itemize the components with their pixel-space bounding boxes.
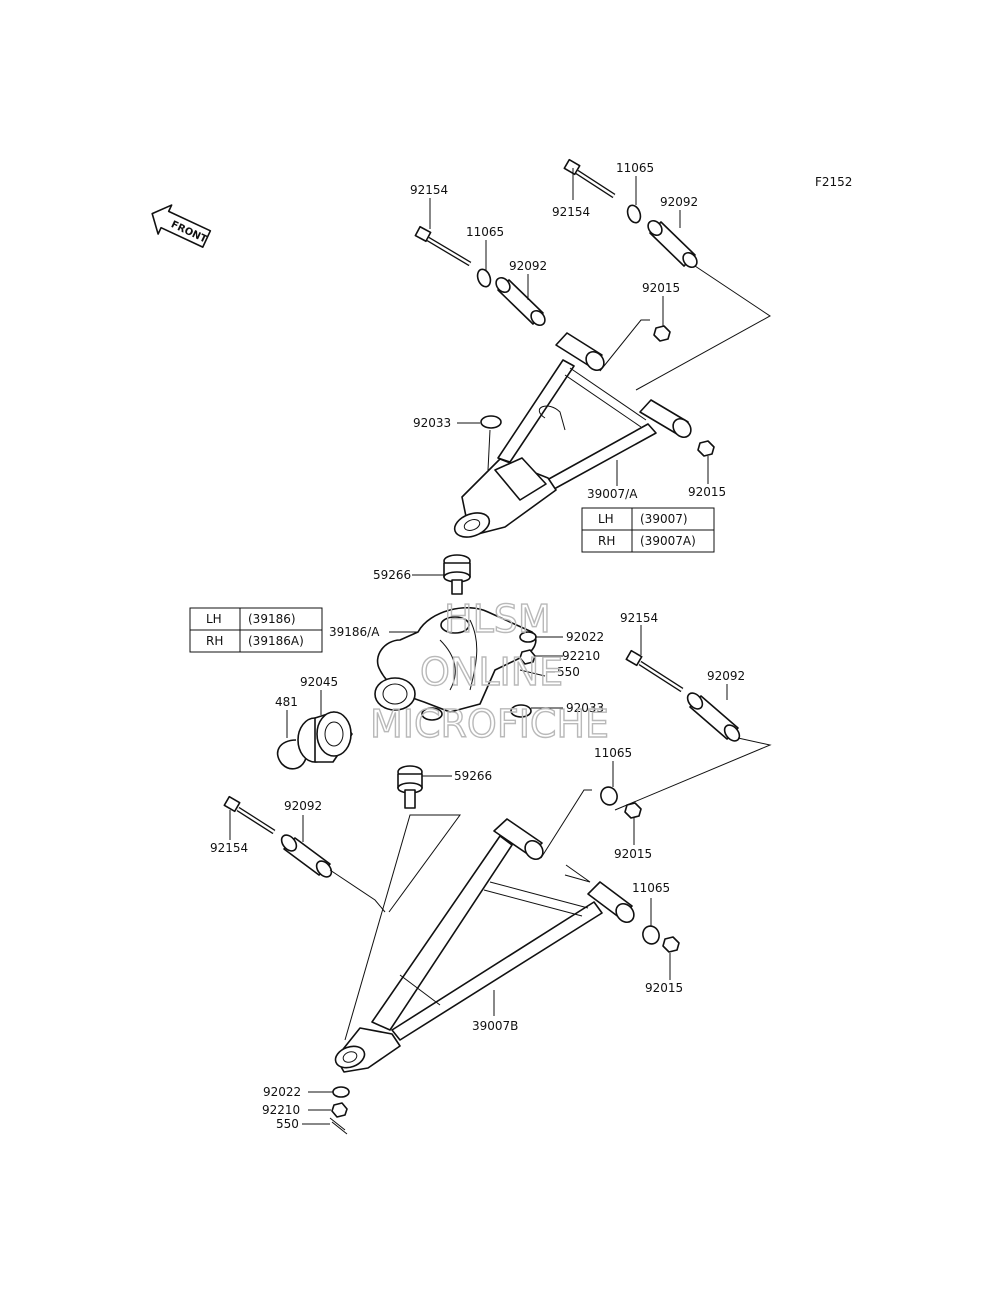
table-upper-rh-side: RH bbox=[598, 534, 615, 548]
callout-550-a: 550 bbox=[557, 665, 580, 679]
bushing-92092-upper-right[interactable] bbox=[645, 218, 699, 270]
callout-92092-b: 92092 bbox=[660, 195, 698, 209]
upper-a-arm-39007[interactable] bbox=[451, 332, 694, 541]
watermark-line-2: ONLINE bbox=[420, 650, 563, 694]
table-upper-rh-part: (39007A) bbox=[640, 534, 696, 548]
washer-11065-upper-right[interactable] bbox=[625, 203, 642, 224]
table-upper-lh-part: (39007) bbox=[640, 512, 688, 526]
callout-11065-a: 11065 bbox=[466, 225, 504, 239]
callout-39186A: 39186/A bbox=[329, 625, 380, 639]
callout-92015-c: 92015 bbox=[614, 847, 652, 861]
washer-92022-lower[interactable] bbox=[332, 1086, 350, 1098]
callout-481: 481 bbox=[275, 695, 298, 709]
cotter-pin-550-lower[interactable] bbox=[329, 1117, 348, 1135]
circlip-92033-lower[interactable] bbox=[510, 704, 532, 718]
nut-92015-upper-a[interactable] bbox=[653, 325, 671, 342]
bearing-92045[interactable] bbox=[297, 711, 353, 763]
cotter-pin-hint bbox=[538, 405, 566, 431]
callout-59266-b: 59266 bbox=[454, 769, 492, 783]
cotter-pin-550-upper[interactable] bbox=[519, 669, 546, 677]
callout-11065-c: 11065 bbox=[594, 746, 632, 760]
callout-92022-a: 92022 bbox=[566, 630, 604, 644]
bushing-92092-upper-left[interactable] bbox=[493, 275, 547, 328]
watermark-line-3: MICROFICHE bbox=[370, 702, 609, 746]
callout-92033-b: 92033 bbox=[566, 701, 604, 715]
steering-knuckle-39186[interactable] bbox=[374, 606, 537, 721]
diagram-id: F2152 bbox=[815, 175, 852, 189]
callout-92033-a: 92033 bbox=[413, 416, 451, 430]
callout-92154-b: 92154 bbox=[552, 205, 590, 219]
washer-11065-upper-left[interactable] bbox=[475, 267, 492, 288]
leader-lines bbox=[229, 168, 772, 1125]
table-knuckle-lh-part: (39186) bbox=[248, 612, 296, 626]
callout-92045: 92045 bbox=[300, 675, 338, 689]
callout-92210-b: 92210 bbox=[262, 1103, 300, 1117]
callout-59266-a: 59266 bbox=[373, 568, 411, 582]
washer-11065-lower-a[interactable] bbox=[598, 785, 619, 807]
callout-92154-d: 92154 bbox=[210, 841, 248, 855]
callout-11065-b: 11065 bbox=[616, 161, 654, 175]
nut-92210-lower[interactable] bbox=[331, 1102, 348, 1118]
bolt-92154-upper-right[interactable] bbox=[563, 158, 616, 199]
circlip-481[interactable] bbox=[276, 739, 307, 770]
callout-92015-b: 92015 bbox=[688, 485, 726, 499]
front-arrow-icon: FRONT bbox=[151, 204, 212, 248]
ball-joint-59266-lower[interactable] bbox=[397, 765, 423, 809]
nut-92015-upper-b[interactable] bbox=[697, 440, 715, 457]
table-knuckle-rh-part: (39186A) bbox=[248, 634, 304, 648]
watermark-line-1: HLSM bbox=[444, 597, 551, 641]
table-upper-arm: LH (39007) RH (39007A) bbox=[581, 507, 715, 553]
circlip-92033-upper[interactable] bbox=[480, 415, 502, 429]
callout-92015-d: 92015 bbox=[645, 981, 683, 995]
callout-39007A: 39007/A bbox=[587, 487, 638, 501]
callout-92022-b: 92022 bbox=[263, 1085, 301, 1099]
callout-92015-a: 92015 bbox=[642, 281, 680, 295]
callout-92154-c: 92154 bbox=[620, 611, 658, 625]
bolt-92154-lower-right[interactable] bbox=[625, 649, 684, 693]
washer-11065-lower-b[interactable] bbox=[640, 924, 661, 946]
nut-92210-upper[interactable] bbox=[519, 649, 536, 665]
callout-550-b: 550 bbox=[276, 1117, 299, 1131]
callout-92092-d: 92092 bbox=[284, 799, 322, 813]
bolt-92154-lower-left[interactable] bbox=[223, 795, 276, 835]
table-knuckle: LH (39186) RH (39186A) bbox=[189, 607, 323, 653]
table-upper-lh-side: LH bbox=[598, 512, 614, 526]
callout-92092-c: 92092 bbox=[707, 669, 745, 683]
bushing-92092-lower-left[interactable] bbox=[279, 832, 335, 880]
ball-joint-59266-upper[interactable] bbox=[443, 554, 471, 595]
callout-92154-a: 92154 bbox=[410, 183, 448, 197]
table-knuckle-rh-side: RH bbox=[206, 634, 223, 648]
table-knuckle-lh-side: LH bbox=[206, 612, 222, 626]
watermark: HLSM ONLINE MICROFICHE bbox=[369, 596, 609, 746]
callout-92092-a: 92092 bbox=[509, 259, 547, 273]
callout-39007B: 39007B bbox=[472, 1019, 518, 1033]
callout-11065-d: 11065 bbox=[632, 881, 670, 895]
nut-92015-lower-a[interactable] bbox=[624, 802, 642, 819]
nut-92015-lower-b[interactable] bbox=[662, 936, 680, 953]
bolt-92154-upper-left[interactable] bbox=[414, 225, 472, 267]
bushing-92092-lower-right[interactable] bbox=[685, 690, 743, 744]
callout-92210-a: 92210 bbox=[562, 649, 600, 663]
lower-a-arm-39007B[interactable] bbox=[332, 818, 637, 1073]
